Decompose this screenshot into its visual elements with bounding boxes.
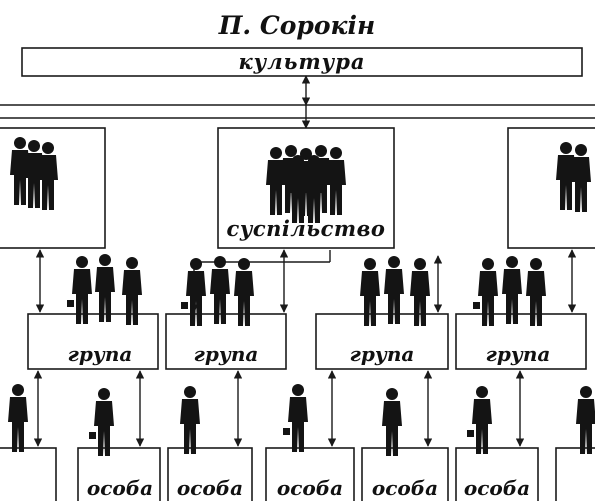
people-group-icon bbox=[473, 256, 546, 326]
person-box-2 bbox=[167, 447, 253, 501]
person-icon bbox=[89, 388, 114, 456]
person-box-3 bbox=[265, 447, 355, 501]
person-label-2: особа bbox=[177, 476, 243, 500]
person-box-0 bbox=[0, 447, 57, 501]
person-label-1: особа bbox=[87, 476, 153, 500]
person-box-4 bbox=[361, 447, 449, 501]
person-box-5 bbox=[455, 447, 539, 501]
person-box-1 bbox=[77, 447, 161, 501]
culture-label: культура bbox=[238, 49, 365, 74]
society-label: суспільство bbox=[227, 216, 386, 241]
person-icon bbox=[283, 384, 308, 452]
person-label-5: особа bbox=[464, 476, 530, 500]
group-box-4 bbox=[455, 313, 587, 370]
person-icon bbox=[8, 384, 28, 452]
group-label-2: група bbox=[194, 342, 259, 366]
group-label-1: група bbox=[68, 342, 133, 366]
person-icon bbox=[180, 386, 200, 454]
people-group-icon bbox=[181, 256, 254, 326]
diagram-title: П. Сорокін bbox=[218, 11, 375, 40]
person-icon bbox=[382, 388, 402, 456]
person-icon bbox=[576, 386, 595, 454]
person-icon bbox=[467, 386, 492, 454]
person-box-6 bbox=[555, 447, 595, 501]
culture-box bbox=[21, 47, 583, 77]
group-label-3: група bbox=[350, 342, 415, 366]
group-label-4: група bbox=[486, 342, 551, 366]
person-label-4: особа bbox=[372, 476, 438, 500]
person-label-3: особа bbox=[277, 476, 343, 500]
